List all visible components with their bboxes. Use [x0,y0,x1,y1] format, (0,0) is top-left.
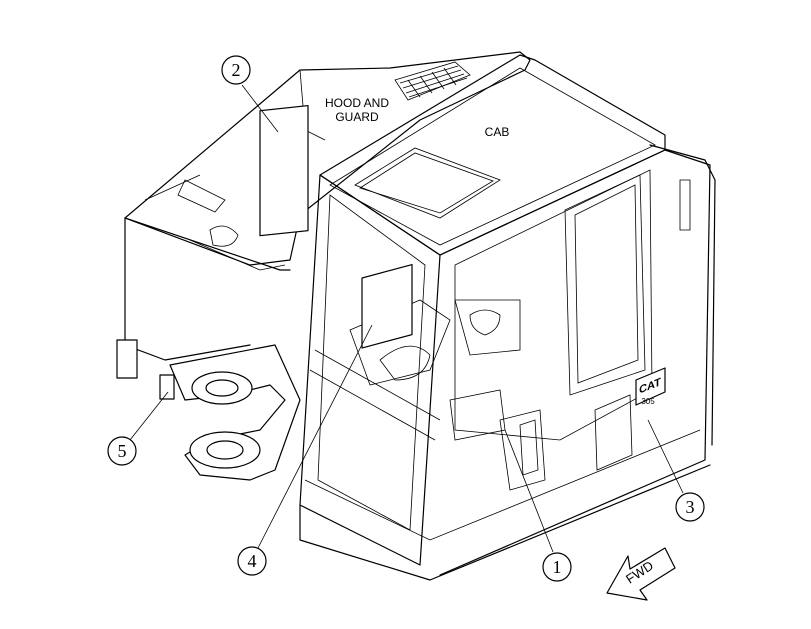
cat-badge: CAT 305 [594,367,666,471]
callout-4: 4 [237,546,267,576]
cab-label: CAB [485,125,510,139]
svg-text:5: 5 [118,441,127,461]
hood-and-guard-label-line1: HOOD AND [325,96,389,110]
hood-and-guard-label-line2: GUARD [335,110,379,124]
svg-text:4: 4 [248,551,257,571]
callout-1: 1 [542,552,572,582]
callout-3: 3 [675,492,705,522]
decal-panel-2 [259,105,309,237]
model-badge-text: 305 [641,397,655,406]
vent-grille [394,61,471,101]
forward-arrow: FWD [606,547,676,601]
svg-text:3: 3 [686,497,695,517]
leader-lines [129,84,684,553]
cab-shell [299,54,716,581]
swing-bracket [116,339,301,481]
svg-text:1: 1 [553,557,562,577]
decal-panel-4 [361,263,413,349]
hood-and-guard-assembly [124,51,531,361]
callout-2: 2 [221,55,251,85]
decal-panel-5 [116,339,138,379]
callout-5: 5 [107,436,137,466]
svg-text:2: 2 [232,60,241,80]
operator-station [309,299,546,491]
